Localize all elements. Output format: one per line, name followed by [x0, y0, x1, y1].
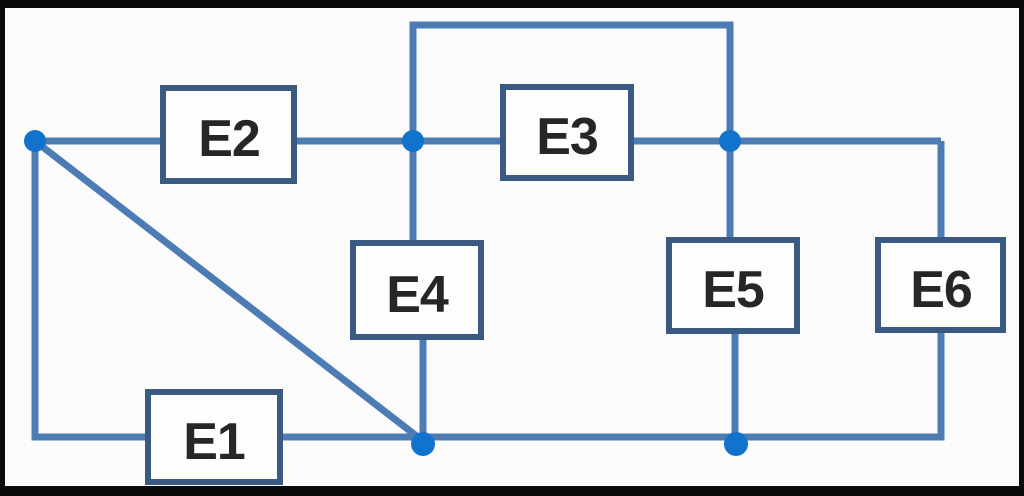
element-box-e5: E5 [666, 237, 800, 334]
element-box-e6: E6 [875, 237, 1006, 333]
element-label-e6: E6 [910, 261, 972, 319]
element-box-e3: E3 [500, 84, 634, 181]
element-rect-e5 [666, 237, 800, 334]
junction-node-top-middle [402, 130, 424, 152]
element-label-e3: E3 [536, 108, 598, 166]
element-label-e5: E5 [702, 261, 764, 319]
wire-top-bypass-loop [409, 21, 734, 141]
element-label-e1: E1 [183, 413, 245, 471]
junction-layer [24, 130, 748, 456]
element-label-e2: E2 [198, 110, 260, 168]
element-box-e1: E1 [145, 389, 283, 485]
element-rect-e2 [160, 85, 297, 184]
junction-node-bottom-left [411, 432, 435, 456]
junction-node-top-right [719, 130, 741, 152]
element-label-e4: E4 [386, 266, 449, 324]
element-layer: E2 E3 E4 E5 E6 E1 [145, 84, 1006, 485]
element-box-e4: E4 [350, 240, 484, 340]
wire-left-bottom-rail [31, 141, 945, 441]
junction-node-bottom-right [724, 432, 748, 456]
element-box-e2: E2 [160, 85, 297, 184]
element-rect-e1 [145, 389, 283, 485]
element-rect-e4 [350, 240, 484, 340]
element-rect-e3 [500, 84, 634, 181]
junction-node-top-left [24, 130, 46, 152]
wire-diagonal [32, 138, 426, 444]
element-rect-e6 [875, 237, 1006, 333]
